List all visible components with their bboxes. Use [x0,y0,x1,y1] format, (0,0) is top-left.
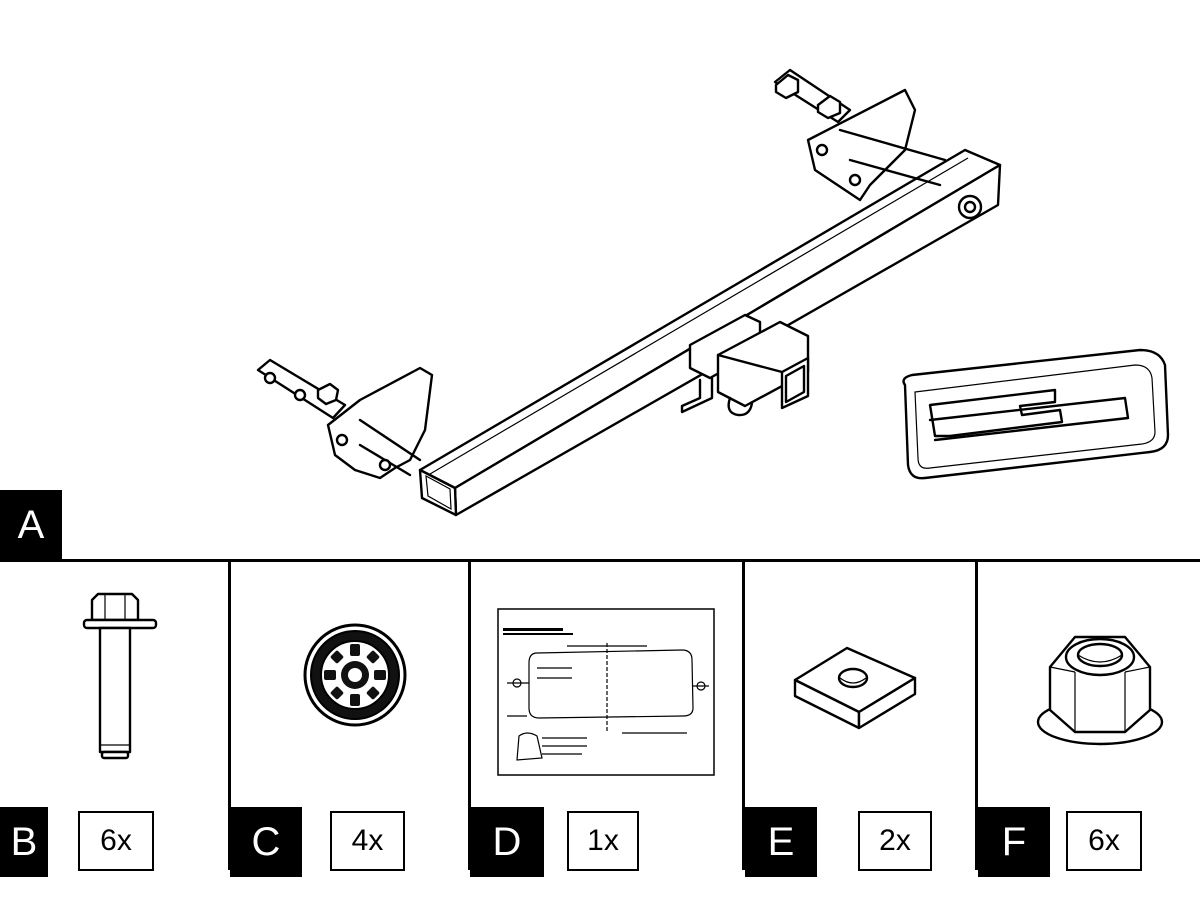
left-mount-bracket [256,358,434,480]
divider-e-f [975,561,978,870]
label-e: E [745,807,817,877]
quantity-d: 1x [567,811,639,871]
grommet-drawing [303,623,407,727]
quantity-e: 2x [858,811,932,871]
tow-hitch-drawing [256,68,1170,517]
label-f: F [978,807,1050,877]
label-d: D [470,807,544,877]
divider-d-e [742,561,745,870]
quantity-f: 6x [1066,811,1142,871]
square-spacer-drawing [793,646,917,730]
divider-c-d [468,561,471,870]
divider-b-c [228,561,231,870]
right-mount-bracket [773,68,947,202]
label-a: A [0,490,62,560]
label-b: B [0,807,48,877]
template-sheet-drawing [497,608,715,776]
quantity-b: 6x [78,811,154,871]
label-c: C [230,807,302,877]
bumper-trim-panel [902,348,1170,480]
quantity-c: 4x [330,811,405,871]
flange-bolt-drawing [82,592,158,760]
horizontal-divider [0,559,1200,562]
flange-nut-drawing [1036,635,1164,746]
hitch-receiver [680,313,810,417]
